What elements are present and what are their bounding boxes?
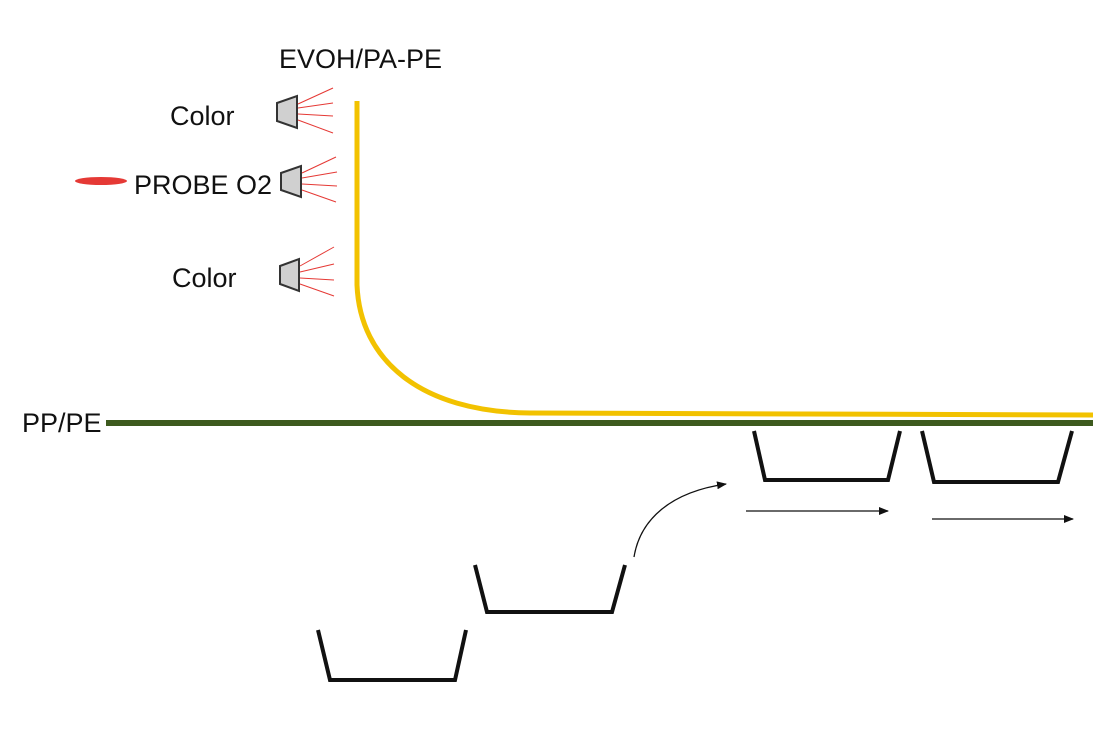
sensor-color-bottom — [279, 246, 335, 297]
top-film-line — [354, 101, 1094, 418]
tray-icon — [316, 629, 468, 682]
tray-icon — [920, 430, 1074, 484]
sensor-color-top — [276, 87, 334, 134]
top-film-label: EVOH/PA-PE — [279, 44, 443, 74]
sensor-probe-o2 — [280, 156, 338, 203]
sensor-probe-o2-label: PROBE O2 — [134, 170, 273, 200]
sensor-head-icon — [279, 257, 300, 293]
sensor-beam-icon — [301, 156, 338, 203]
sensor-head-icon — [276, 94, 298, 130]
sensor-beam-icon — [299, 246, 335, 297]
transfer-arrow-icon — [633, 481, 727, 558]
tray-icon — [473, 564, 627, 614]
sensor-color-bottom-label: Color — [172, 263, 237, 293]
sensor-head-icon — [280, 164, 302, 199]
bottom-film-label: PP/PE — [22, 408, 102, 438]
tray-icon — [752, 430, 902, 482]
probe-marker-icon — [75, 177, 127, 185]
sensor-color-top-label: Color — [170, 101, 235, 131]
sensor-beam-icon — [297, 87, 334, 134]
